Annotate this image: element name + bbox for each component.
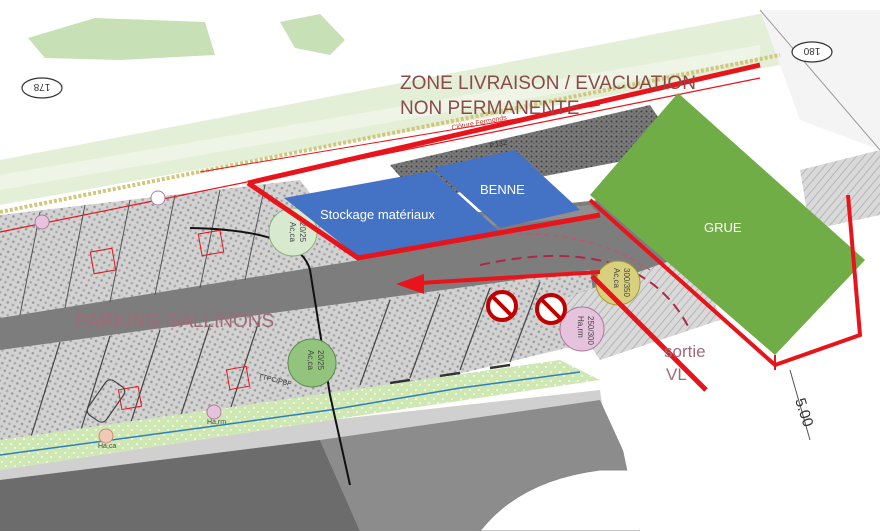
blue-water-line <box>0 371 581 456</box>
tree-2-label-a: Ac,ca <box>612 268 621 289</box>
tree-4-label-a: Ha,rm <box>576 316 585 338</box>
stockage-label: Stockage matériaux <box>320 207 435 222</box>
car-outline <box>86 379 126 423</box>
no-entry-icon <box>486 290 518 322</box>
parking-markers <box>89 229 251 411</box>
grue-zone <box>590 93 865 355</box>
exit-arrow-shaft <box>419 270 601 285</box>
yellow-edge-line <box>0 53 781 214</box>
tree-3-label-b: 20/25 <box>316 350 325 371</box>
plot-178-label: 178 <box>33 81 50 92</box>
green-footpath <box>0 360 600 470</box>
right-lower-area <box>600 300 880 531</box>
upper-parking-stalls <box>19 184 266 316</box>
sortie-label-line2: VL <box>666 365 687 384</box>
benne-label: BENNE <box>480 182 525 197</box>
grue-label: GRUE <box>704 220 742 235</box>
lower-road-dark <box>0 440 360 531</box>
upper-green-strip <box>0 45 760 190</box>
arrow-left-icon <box>396 274 424 294</box>
dimension-line <box>789 369 811 441</box>
plot-180-label: 180 <box>803 45 820 56</box>
exit-arrow-line <box>590 274 708 392</box>
grass-patch-1 <box>28 18 215 60</box>
sortie-label-line1: sortie <box>664 342 706 361</box>
tree-1-label-a: Ac,ca <box>288 222 297 243</box>
delivery-zone-top-edge <box>247 62 761 186</box>
zone-label-line2: NON PERMANENTE <box>400 98 579 119</box>
plot-marker-178 <box>21 77 63 99</box>
parking-label: PARKING GALLINONS <box>76 311 274 332</box>
right-hatched-wall <box>800 150 880 230</box>
small-label-1: Ha,rm <box>207 419 226 426</box>
upper-green-band <box>0 10 780 205</box>
tree-1-label-b: 20/25 <box>298 222 307 243</box>
crane-red-outline <box>588 194 863 368</box>
delivery-zone-bottom-edge <box>246 180 601 261</box>
crane-radius-arc-inner <box>419 233 651 271</box>
benne-zone <box>433 150 580 228</box>
roundabout-island <box>479 469 651 531</box>
plot-marker-180 <box>791 41 833 63</box>
tree-icon <box>34 190 641 444</box>
no-entry-icon <box>535 293 567 325</box>
lower-parking-stalls <box>29 281 541 441</box>
tree-3-label-a: Ac,ca <box>306 350 315 371</box>
tree-4-label-b: 250/300 <box>586 316 595 345</box>
small-label-2: Ha,ca <box>98 443 116 450</box>
right-road-edge <box>759 9 880 151</box>
stockage-zone <box>284 171 500 256</box>
upper-parking-pavers <box>0 180 360 318</box>
parcel-label: P.132 <box>489 140 508 150</box>
grass-patch-2 <box>280 14 345 55</box>
zone-label-line1: ZONE LIVRAISON / EVACUATION <box>400 73 696 94</box>
tree-2-label-b: 300/350 <box>622 268 631 297</box>
